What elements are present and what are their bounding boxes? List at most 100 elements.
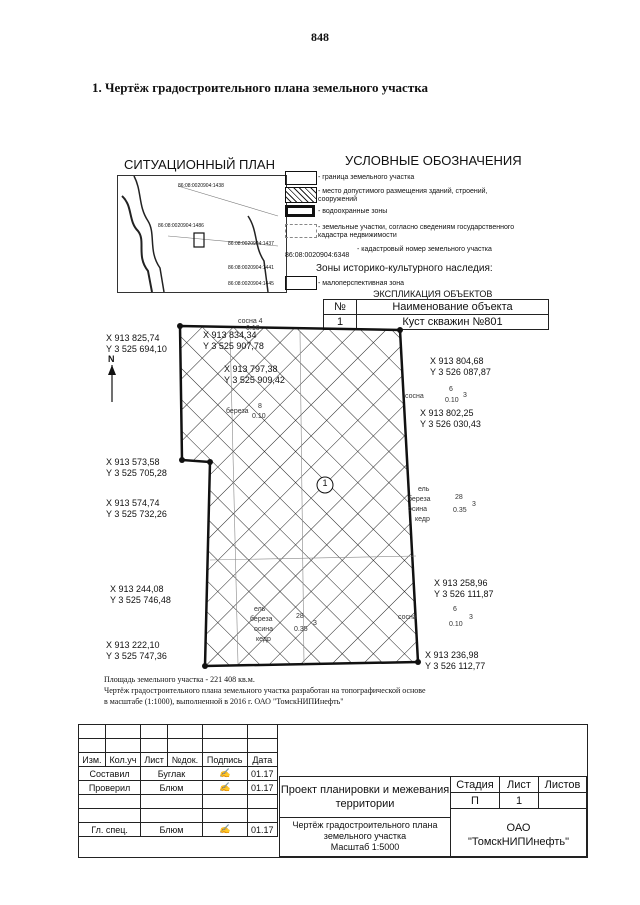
tree-label: 0.35: [294, 626, 308, 633]
tree-label: кедр: [415, 516, 430, 523]
tree-label: 0.10: [445, 397, 459, 404]
legend-heading: УСЛОВНЫЕ ОБОЗНАЧЕНИЯ: [345, 153, 522, 168]
tree-label: береза: [226, 408, 249, 415]
tree-label: 8: [258, 403, 262, 410]
tree-label: 28: [296, 613, 304, 620]
stamp-header: №док.: [167, 752, 203, 767]
coord-x: X 913 236,98: [425, 650, 479, 660]
legend-item: - граница земельного участка: [318, 174, 415, 181]
organization-line: "ТомскНИПИнефть": [467, 836, 570, 848]
north-arrow-label: N: [108, 354, 115, 364]
organization-line: ОАО: [506, 822, 531, 834]
area-note: Площадь земельного участка - 221 408 кв.…: [104, 675, 255, 684]
legend-building-swatch: [285, 187, 317, 203]
tree-label: 0.35: [453, 507, 467, 514]
stamp-header: Дата: [246, 752, 279, 767]
tree-label: 3: [472, 501, 476, 508]
coord-x: X 913 834,34: [203, 330, 257, 340]
sheets-header: Листов: [538, 776, 587, 793]
stamp-table: Изм. Кол.уч Лист №док. Подпись Дата Сост…: [77, 724, 279, 837]
tree-label: 28: [455, 494, 463, 501]
situation-plan-map: 86:08:0020904:1438 86:08:0020904:1486 86…: [117, 175, 287, 293]
coord-x: X 913 222,10: [106, 640, 160, 650]
tree-label: 0.10: [252, 413, 266, 420]
sheet-header: Лист: [499, 776, 539, 793]
tree-label: сосна: [398, 614, 417, 621]
basis-note: в масштабе (1:1000), выполненной в 2016 …: [104, 697, 344, 706]
heritage-heading: Зоны историко-культурного наследия:: [316, 263, 493, 274]
coord-x: X 913 804,68: [430, 356, 484, 366]
signature-icon: ✍: [219, 824, 231, 834]
coord-y: Y 3 525 694,10: [106, 344, 167, 354]
organization-block: ОАО "ТомскНИПИнефть": [450, 808, 587, 857]
legend-water-swatch: [285, 205, 315, 217]
legend-item: - кадастровый номер земельного участка: [357, 246, 492, 253]
stamp-date: 01.17: [246, 766, 279, 781]
stage-value: П: [450, 792, 500, 809]
legend-item: - малоперспективная зона: [318, 280, 405, 287]
stamp-role: Гл. спец.: [77, 822, 142, 837]
stamp-date: 01.17: [246, 780, 279, 795]
coord-y: Y 3 525 909,42: [224, 375, 285, 385]
stamp-name: Блюм: [140, 822, 203, 837]
coord-x: X 913 825,74: [106, 333, 160, 343]
stamp-header: Изм.: [78, 752, 106, 767]
drawing-scale: Масштаб 1:5000: [330, 842, 400, 852]
sheet-value: 1: [499, 792, 539, 809]
tree-label: береза: [408, 496, 431, 503]
explication-row-name: Куст скважин №801: [356, 314, 549, 330]
basis-note: Чертёж градостроительного плана земельно…: [104, 686, 426, 695]
cad-label: 86:08:0020904:1445: [228, 281, 274, 287]
coord-y: Y 3 525 732,26: [106, 509, 167, 519]
coord-y: Y 3 525 705,28: [106, 468, 167, 478]
signature-icon: ✍: [219, 782, 231, 792]
situation-map-svg: [121, 175, 279, 293]
coord-x: X 913 573,58: [106, 457, 160, 467]
tree-label: 3: [313, 620, 317, 627]
legend-heritage-swatch: [285, 276, 317, 290]
stage-header: Стадия: [450, 776, 500, 793]
coord-x: X 913 574,74: [106, 498, 160, 508]
coord-y: Y 3 526 030,43: [420, 419, 481, 429]
tree-label: 6: [449, 386, 453, 393]
coord-y: Y 3 526 087,87: [430, 367, 491, 377]
tree-label: кедр: [256, 636, 271, 643]
legend-cad-example: 86:08:0020904:6348: [285, 252, 350, 259]
legend-item: - водоохранные зоны: [318, 208, 388, 215]
stamp-name: Блюм: [140, 780, 203, 795]
tree-label: сосна: [405, 393, 424, 400]
coord-y: Y 3 525 907,78: [203, 341, 264, 351]
coord-x: X 913 797,38: [224, 364, 278, 374]
tree-label: 3: [469, 614, 473, 621]
drawing-name: Чертёж градостроительного плана земельно…: [292, 820, 438, 841]
cad-label: 86:08:0020904:1437: [228, 241, 274, 247]
explication-heading: ЭКСПЛИКАЦИЯ ОБЪЕКТОВ: [373, 289, 493, 299]
tree-label: сосна 4: [238, 318, 263, 325]
coord-x: X 913 244,08: [110, 584, 164, 594]
legend-parcel-swatch: [285, 224, 317, 238]
cad-label: 86:08:0020904:1438: [178, 183, 224, 189]
tree-label: береза: [250, 616, 273, 623]
tree-label: ель: [254, 606, 266, 613]
tree-label: осина: [254, 626, 274, 633]
object-label: 1: [322, 478, 328, 488]
project-name: Проект планировки и межевания территории: [279, 776, 451, 818]
legend-item: - место допустимого размещения зданий, с…: [318, 188, 488, 203]
stamp-header: Кол.уч: [104, 752, 142, 767]
stamp-name: Буглак: [140, 766, 203, 781]
signature-icon: ✍: [219, 768, 231, 778]
sheets-value: [538, 792, 587, 809]
cad-label: 86:08:0020904:1441: [228, 265, 274, 271]
coord-y: Y 3 525 746,48: [110, 595, 171, 605]
drawing-block: Чертёж градостроительного плана земельно…: [279, 817, 451, 857]
tree-label: 0.10: [246, 325, 260, 332]
stamp-role: Составил: [77, 766, 142, 781]
page-title: 1. Чертёж градостроительного плана земел…: [92, 80, 429, 95]
page-number: 848: [311, 30, 329, 44]
legend-boundary-swatch: [285, 171, 317, 185]
tree-label: осина: [408, 506, 428, 513]
tree-label: ель: [418, 486, 430, 493]
tree-label: 0.10: [449, 621, 463, 628]
situation-plan-heading: СИТУАЦИОННЫЙ ПЛАН: [124, 157, 275, 172]
coord-y: Y 3 525 747,36: [106, 651, 167, 661]
